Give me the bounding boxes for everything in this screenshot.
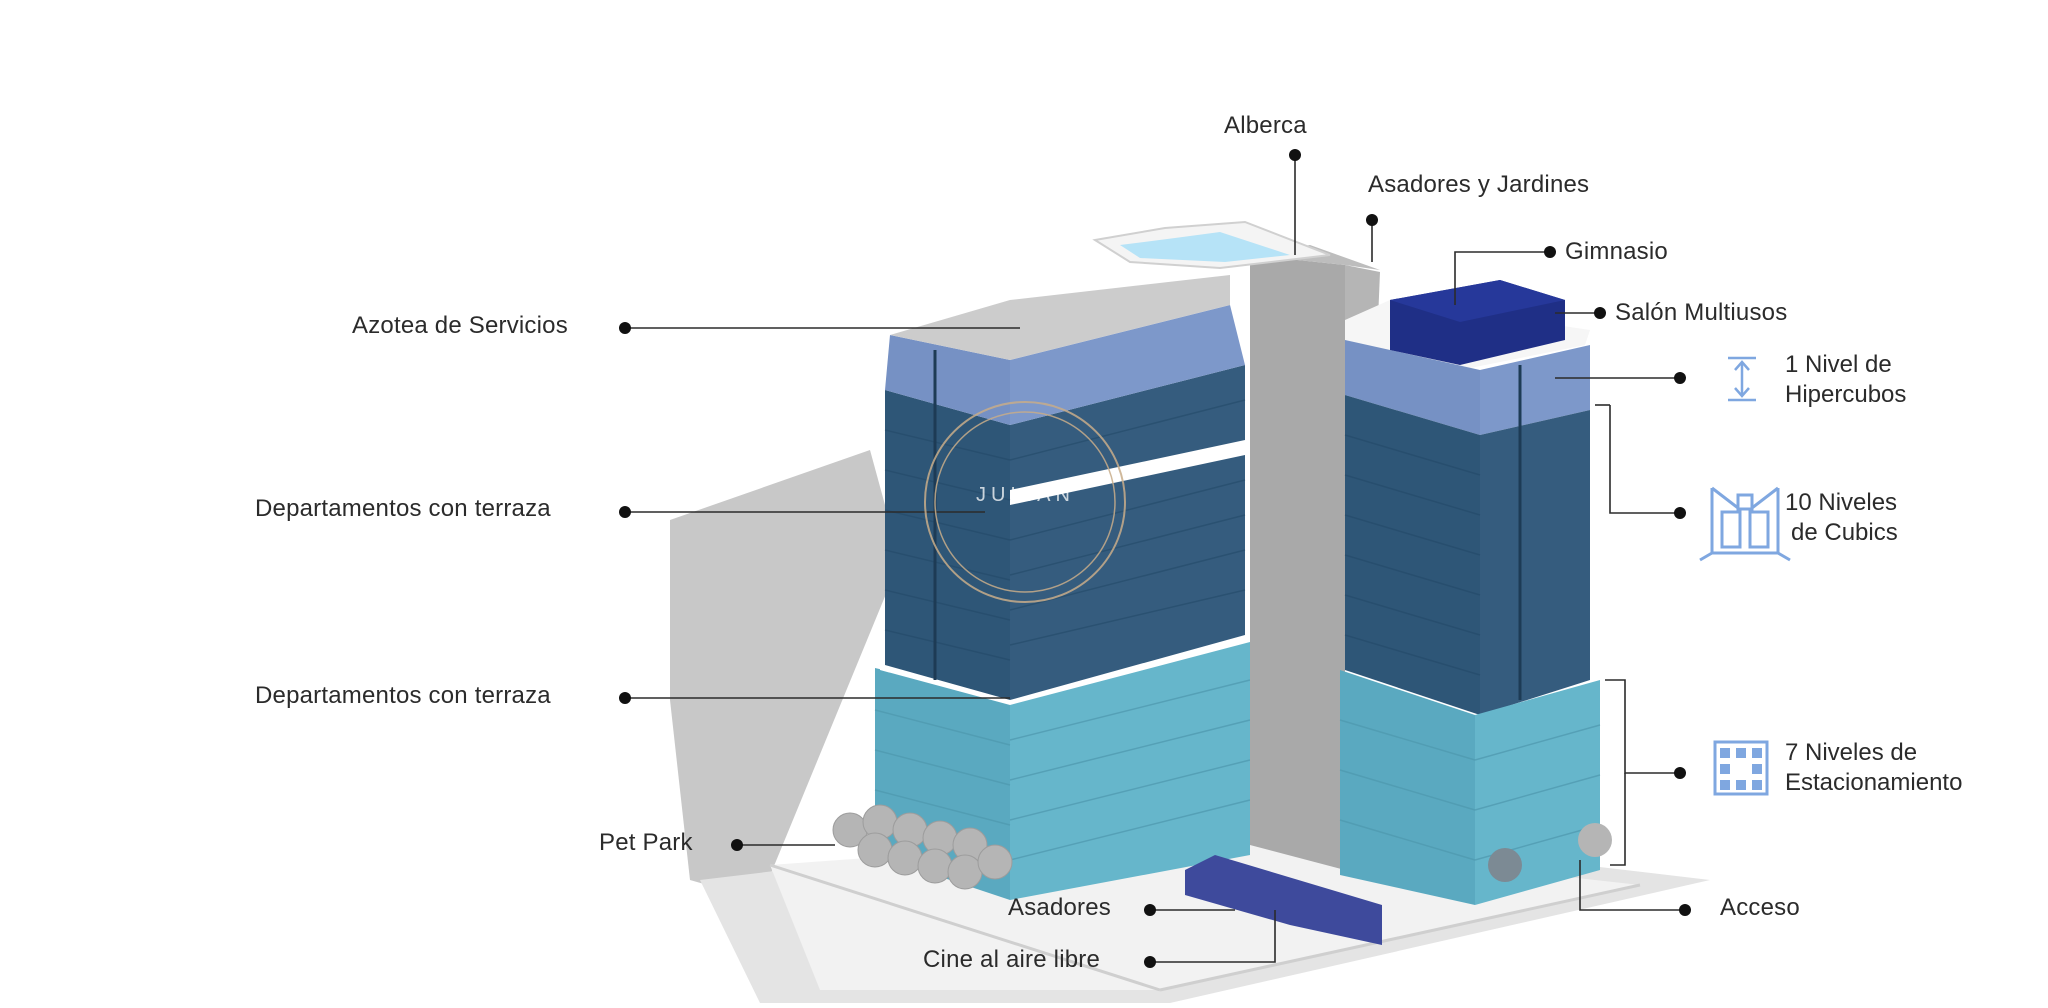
left-cubics-front: [885, 390, 1010, 700]
parking-building-icon: [1713, 740, 1769, 796]
label-acceso: Acceso: [1720, 894, 1800, 921]
legend-estacionamiento-line1: 7 Niveles de: [1785, 739, 1918, 766]
left-hipercubos-front: [885, 335, 1010, 425]
label-cine: Cine al aire libre: [923, 946, 1101, 973]
right-parking-front: [1340, 670, 1475, 905]
label-departamentos-terraza-2: Departamentos con terraza: [255, 682, 551, 709]
label-gimnasio: Gimnasio: [1565, 238, 1668, 265]
legend-hipercubos: 1 Nivel de Hipercubos: [1785, 350, 1906, 410]
asadores-block: [1185, 855, 1382, 945]
label-alberca: Alberca: [1224, 112, 1307, 139]
label-salon-multiusos: Salón Multiusos: [1615, 299, 1788, 326]
label-azotea-servicios: Azotea de Servicios: [352, 312, 568, 339]
left-roof: [890, 275, 1230, 360]
label-pet-park: Pet Park: [599, 829, 693, 856]
left-parking-side: [1010, 640, 1250, 900]
legend-estacionamiento: 7 Niveles de Estacionamiento: [1785, 738, 1962, 798]
legend-cubics-line1: 10 Niveles: [1785, 489, 1898, 516]
central-core: [1250, 255, 1345, 870]
legend-cubics-line2: de Cubics: [1791, 519, 1898, 546]
legend-cubics: 10 Niveles de Cubics: [1785, 488, 1898, 548]
right-cubics-side: [1480, 410, 1590, 715]
left-hipercubos-side: [1010, 305, 1245, 425]
right-hipercubos-front: [1345, 340, 1480, 435]
label-departamentos-terraza-1: Departamentos con terraza: [255, 495, 551, 522]
height-icon: [1728, 356, 1756, 402]
label-asadores-jardines: Asadores y Jardines: [1368, 171, 1590, 198]
legend-hipercubos-line2: Hipercubos: [1785, 381, 1907, 408]
right-cubics-front: [1345, 395, 1480, 715]
label-asadores: Asadores: [1008, 894, 1111, 921]
left-cubics-side: [1010, 365, 1245, 700]
ground-shadow: [670, 450, 900, 900]
watermark-seal: [924, 401, 1126, 603]
cubic-room-icon: [1699, 486, 1791, 562]
pet-park-trees: [832, 804, 1013, 890]
legend-estacionamiento-line2: Estacionamiento: [1785, 769, 1963, 796]
watermark-text: JULIAN: [976, 484, 1075, 506]
legend-hipercubos-line1: 1 Nivel de: [1785, 351, 1892, 378]
right-hipercubos-side: [1480, 345, 1590, 435]
pool-water: [1120, 232, 1290, 262]
